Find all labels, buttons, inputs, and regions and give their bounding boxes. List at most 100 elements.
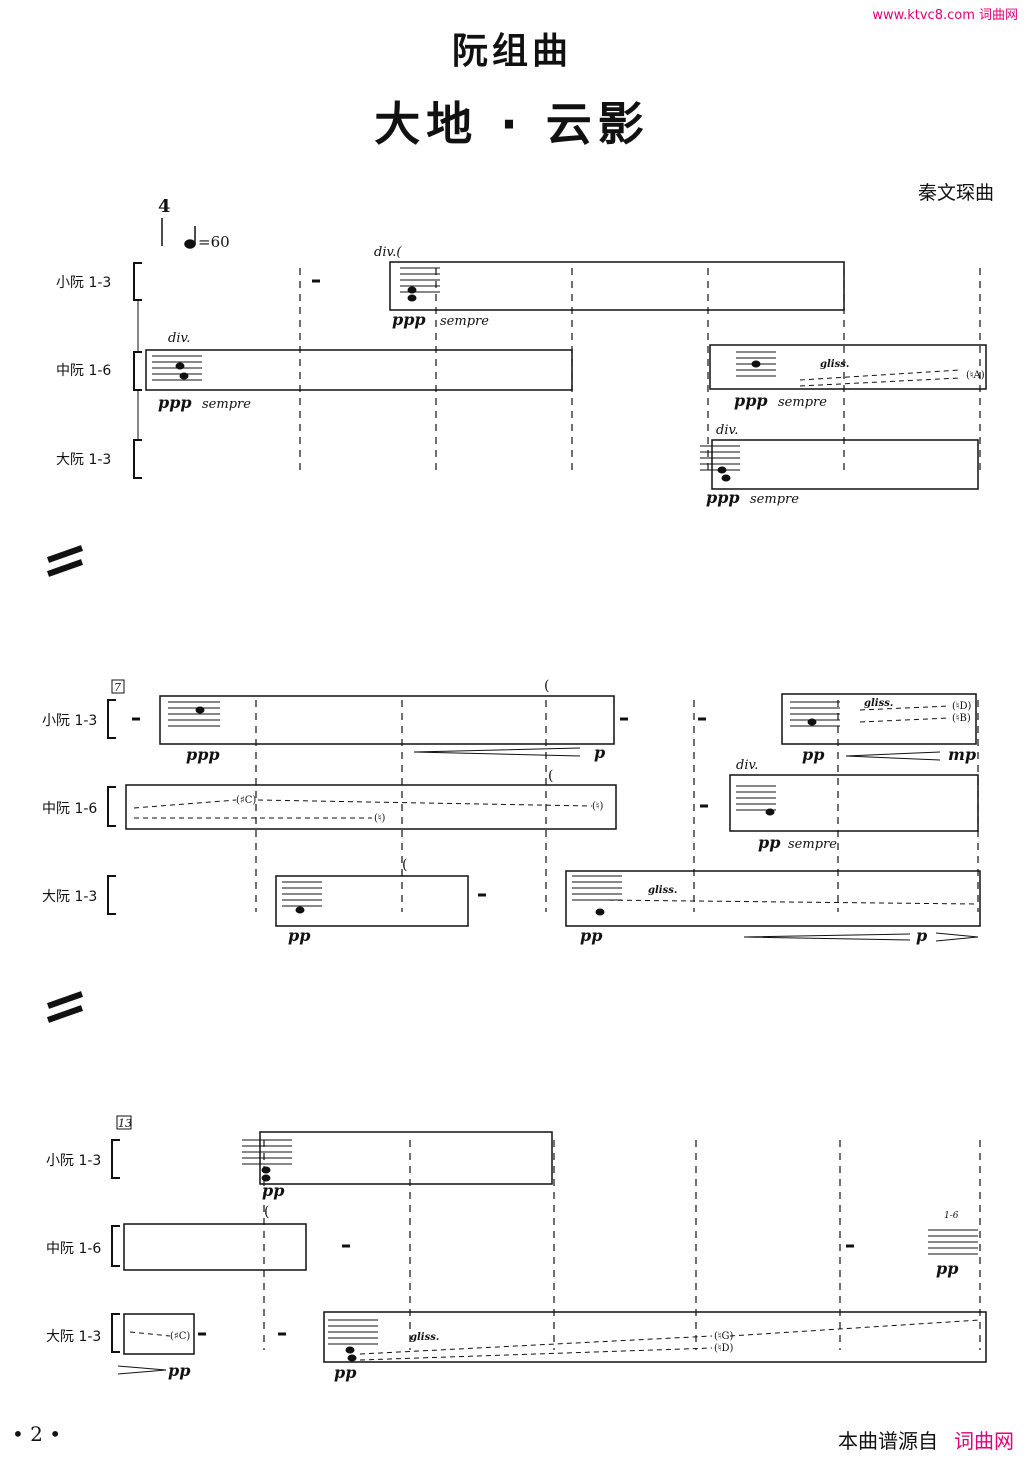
dynamic-pp: pp <box>334 1363 356 1382</box>
div-marking: div. <box>716 423 738 438</box>
target-note-label: (♮B) <box>952 713 971 724</box>
brace-xiaoruan-1 <box>133 262 142 301</box>
rests-system-3 <box>198 1244 854 1336</box>
gliss-marking: gliss. <box>648 885 677 896</box>
dynamic-pp: pp <box>262 1181 284 1200</box>
sustain-box-daruan-1 <box>711 439 979 490</box>
gliss-marking: gliss. <box>410 1332 439 1343</box>
brace-zhongruan-3 <box>111 1225 120 1267</box>
target-note-label: (♮G) <box>714 1331 733 1342</box>
tempo-marking: =60 <box>184 226 230 251</box>
target-note-label: (♯C) <box>236 795 256 806</box>
sustain-box-daruan-2 <box>275 875 469 927</box>
page-number: • 2 • <box>12 1422 62 1446</box>
barlines-system-2 <box>255 700 979 912</box>
sustain-box-xiaoruan-3 <box>781 693 977 745</box>
label-zhongruan-2: 中阮 1-6 <box>42 801 98 817</box>
dynamic-pp: pp <box>580 926 602 945</box>
dynamic-ppp: ppp <box>706 488 740 507</box>
sustain-box-zhongruan-4 <box>729 774 979 832</box>
gliss-line <box>799 377 961 387</box>
sempre-marking: sempre <box>778 395 827 410</box>
gliss-marking: gliss. <box>864 698 893 709</box>
half-note-marking: ( <box>548 768 553 784</box>
dynamic-p: p <box>916 926 927 945</box>
div-marking: div.( <box>374 245 402 260</box>
label-daruan-3: 大阮 1-3 <box>46 1329 102 1345</box>
brace-xiaoruan-3 <box>111 1139 120 1179</box>
label-xiaoruan-2: 小阮 1-3 <box>42 713 98 729</box>
sustain-box-zhongruan-1 <box>145 349 573 391</box>
watermark: www.ktvc8.com 词曲网 <box>872 8 1018 23</box>
gliss-marking: gliss. <box>820 359 849 370</box>
dynamic-pp: pp <box>288 926 310 945</box>
rehearsal-number: 13 <box>118 1117 132 1130</box>
sustain-box-zhongruan-2 <box>709 344 987 390</box>
dynamic-pp: pp <box>168 1361 190 1380</box>
target-note-label: (♮) <box>374 813 385 824</box>
composer-credit: 秦文琛曲 <box>917 182 994 204</box>
brace-zhongruan-2 <box>107 786 116 827</box>
sempre-marking: sempre <box>202 397 251 412</box>
div-marking: div. <box>736 758 758 773</box>
staff-clusters-system-3 <box>242 1139 978 1362</box>
footer-site-link[interactable]: 词曲网 <box>954 1429 1014 1453</box>
label-daruan-1: 大阮 1-3 <box>56 452 112 468</box>
label-daruan-2: 大阮 1-3 <box>42 889 98 905</box>
rehearsal-number: 7 <box>114 681 121 694</box>
dynamic-pp: pp <box>802 745 824 764</box>
brace-daruan-3 <box>111 1313 120 1353</box>
label-xiaoruan-1: 小阮 1-3 <box>56 275 112 291</box>
half-note-marking: ( <box>402 857 407 873</box>
dynamic-ppp: ppp <box>186 745 220 764</box>
svg-text:=60: =60 <box>198 233 230 251</box>
rehearsal-box <box>111 679 125 694</box>
target-note-label: (♮A) <box>966 370 985 381</box>
gliss-line <box>799 369 961 381</box>
svg-text:4: 4 <box>158 196 171 217</box>
target-note-label: (♮) <box>592 801 603 812</box>
hairpin-decrescendo <box>117 1365 167 1375</box>
rests-system-2 <box>132 717 708 897</box>
dynamic-ppp: ppp <box>734 391 768 410</box>
footer-text: 本曲谱源自 <box>838 1429 938 1453</box>
players-marking: 1-6 <box>944 1211 959 1221</box>
barlines-system-1 <box>299 268 981 472</box>
dynamic-ppp: ppp <box>158 393 192 412</box>
rehearsal-box <box>116 1115 132 1130</box>
dynamic-ppp: ppp <box>392 310 426 329</box>
hairpins-system-2 <box>413 747 979 942</box>
staff-clusters-system-2 <box>168 701 840 916</box>
target-note-label: (♯C) <box>170 1331 190 1342</box>
sustain-box-xiaoruan-1 <box>389 261 845 311</box>
system-divider <box>47 991 83 1023</box>
sustain-box-zhongruan-5 <box>123 1223 307 1271</box>
label-zhongruan-1: 中阮 1-6 <box>56 363 112 379</box>
dynamic-pp: pp <box>758 833 780 852</box>
sustain-box-xiaoruan-4 <box>259 1131 553 1185</box>
label-zhongruan-3: 中阮 1-6 <box>46 1241 102 1257</box>
time-signature: 4 <box>158 196 171 246</box>
div-marking: div. <box>168 331 190 346</box>
page-title: 阮组曲 <box>451 31 572 72</box>
page-subtitle: 大地 · 云影 <box>374 97 650 151</box>
brace-zhongruan-1 <box>133 351 142 391</box>
brace-daruan-1 <box>133 439 142 479</box>
system-divider <box>47 545 83 577</box>
dynamic-pp: pp <box>936 1259 958 1278</box>
dynamic-mp: mp <box>948 745 976 764</box>
sustain-box-daruan-5 <box>323 1311 987 1363</box>
sustain-box-daruan-4 <box>123 1313 195 1355</box>
brace-xiaoruan-2 <box>107 699 116 739</box>
target-note-label: (♮D) <box>714 1343 733 1354</box>
sustain-box-zhongruan-3 <box>125 784 617 830</box>
sustain-box-xiaoruan-2 <box>159 695 615 745</box>
sempre-marking: sempre <box>440 314 489 329</box>
sempre-marking: sempre <box>750 492 799 507</box>
sustain-box-daruan-3 <box>565 870 981 927</box>
footer-credit: 本曲谱源自词曲网 <box>838 1425 1014 1454</box>
half-note-marking: ( <box>544 678 549 694</box>
barlines-system-3 <box>263 1140 981 1350</box>
gliss-lines-system-3 <box>129 1319 981 1361</box>
